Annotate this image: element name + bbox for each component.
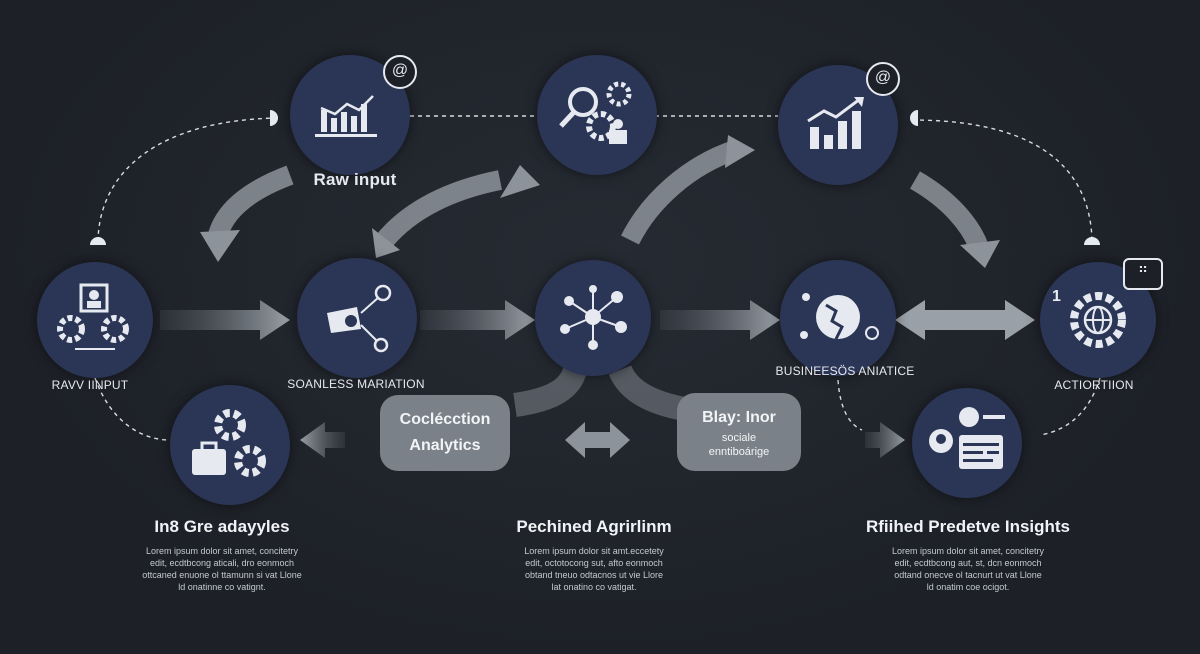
curved-arrow-5	[513, 366, 587, 417]
dashed-right-bottom	[1039, 377, 1101, 436]
node-seamless-integration	[297, 258, 417, 378]
business-analytics-label: BUSINEESÖS ANIATICE	[775, 364, 915, 378]
node-raw-input-gears	[37, 262, 153, 378]
curved-arrow-2	[377, 170, 503, 247]
block-line: edit, ecdtbcong aticali, dro eonmoch	[149, 558, 295, 568]
block-line: Lorem ipsum dolor sit amt.eccetety	[524, 546, 664, 556]
block-title: Pechined Agrirlinm	[516, 517, 672, 536]
curved-arrow-4	[909, 171, 988, 250]
collection-analytics-pill: Coclécction Analytics	[380, 395, 510, 471]
node-raw-input-chart	[290, 55, 410, 175]
globe-analytics-icon	[800, 293, 879, 340]
curved-arrow-3	[621, 140, 739, 245]
text-block-right: Rfiihed Predetve Insights Lorem ipsum do…	[838, 517, 1098, 593]
growth-chart-icon	[807, 97, 864, 149]
dashed-left-bottom	[94, 377, 171, 441]
text-block-center: Pechined Agrirlinm Lorem ipsum dolor sit…	[464, 517, 724, 593]
seamless-integration-label: SOANLESS MARIATION	[287, 377, 425, 391]
step-number: 1	[1052, 288, 1061, 305]
block-line: obtand tneuo odtacnos ut vie Llore	[524, 570, 664, 580]
dashed-top-right	[911, 119, 1093, 241]
action-label: ACTIORTIION	[1054, 378, 1134, 392]
dashboard-profile-icon	[929, 407, 1005, 469]
block-line: edit, octotocong sut, afto eonmoch	[525, 558, 663, 568]
profile-gears-icon	[57, 283, 129, 350]
block-line: lat onatino co vatigat.	[551, 582, 637, 592]
block-line: Lorem ipsum dolor sit amet, concitetry	[891, 546, 1045, 556]
raw-input-title: Raw input	[313, 170, 397, 189]
bar-chart-icon	[315, 95, 377, 137]
blay-inor-pill: Blay: Inor sociale enntiboárige	[677, 393, 801, 471]
horizontal-arrows	[160, 300, 1035, 458]
search-gear-icon	[559, 81, 632, 144]
text-block-left: In8 Gre adayyles Lorem ipsum dolor sit a…	[92, 517, 352, 593]
globe-gear-icon	[1070, 292, 1126, 348]
block-line: edit, ecdtbcong aut, st, dcn eonmoch	[894, 558, 1042, 568]
pill-sub-2: enntiboárige	[708, 446, 770, 458]
at-badge-icon: @	[383, 55, 417, 89]
pill-title: Blay: Inor	[702, 409, 776, 426]
block-title: In8 Gre adayyles	[154, 517, 290, 536]
pill-sub-1: sociale	[721, 432, 757, 444]
dashed-mid-right	[837, 379, 863, 431]
block-line: ottcaned enuone ol ttamunn si vat Llone	[142, 570, 302, 580]
node-workflow-gears	[170, 385, 290, 505]
node-network-hub	[535, 260, 651, 376]
network-nodes-icon	[560, 285, 627, 350]
curved-arrow-1	[208, 165, 294, 239]
at-badge-icon-2: @	[866, 62, 900, 96]
node-search-gears	[537, 55, 657, 175]
briefcase-gears-icon	[192, 409, 266, 477]
raw-input-label: RAVV IINPUT	[51, 378, 129, 392]
block-line: ld onatim coe ocigot.	[926, 582, 1010, 592]
block-line: Lorem ipsum dolor sit amet, concitetry	[145, 546, 299, 556]
block-title: Rfiihed Predetve Insights	[865, 517, 1071, 536]
pill-title-2: Analytics	[409, 437, 481, 454]
node-business-analytics	[780, 260, 896, 376]
network-camera-icon	[327, 284, 392, 353]
block-line: odtand onecve ol tacnurt ut vat Llone	[894, 570, 1042, 580]
pill-title-1: Coclécction	[399, 411, 491, 428]
block-line: ld onatinne co vatignt.	[178, 582, 266, 592]
chat-bubble-icon: ⠛	[1123, 258, 1163, 290]
node-insights-dashboard	[912, 388, 1022, 498]
dashed-top-left	[97, 117, 279, 241]
